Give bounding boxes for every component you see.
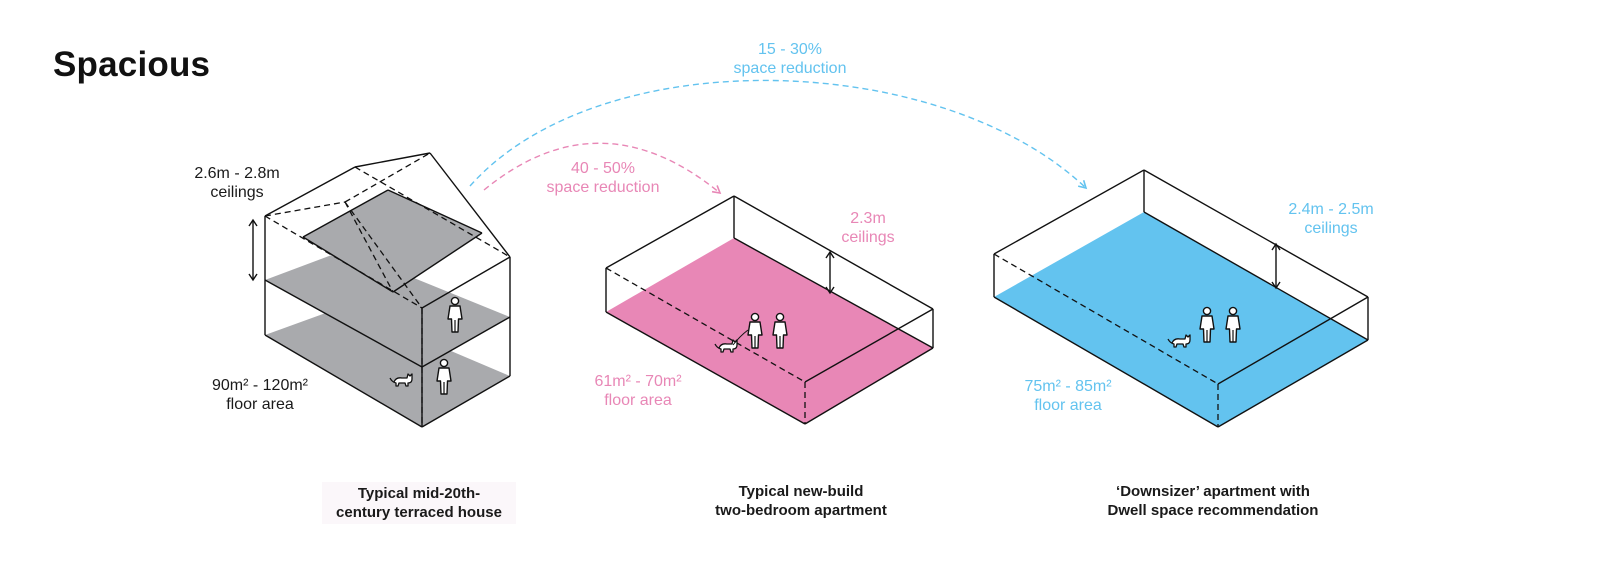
new-build-reduction-label: 40 - 50% space reduction	[523, 159, 683, 197]
new-build-illustration	[605, 195, 934, 425]
house-ceilings-value: 2.6m - 2.8m	[194, 165, 280, 182]
downsizer-floor-value: 75m² - 85m²	[1024, 378, 1112, 395]
new-build-ceilings-label: 2.3m ceilings	[808, 209, 928, 247]
house-caption-line1: Typical mid-20th-	[357, 485, 481, 502]
new-build-ceilings-text: ceilings	[841, 229, 895, 246]
new-build-caption: Typical new-build two-bedroom apartment	[701, 482, 901, 520]
house-floor-text: floor area	[226, 396, 294, 413]
downsizer-reduction-label: 15 - 30% space reduction	[710, 40, 870, 78]
downsizer-floor-label: 75m² - 85m² floor area	[1003, 377, 1133, 415]
new-build-caption-line1: Typical new-build	[738, 483, 864, 500]
terraced-house-illustration	[248, 152, 511, 428]
house-caption: Typical mid-20th- century terraced house	[322, 482, 516, 524]
house-floor-value: 90m² - 120m²	[211, 377, 309, 394]
downsizer-caption-line2: Dwell space recommendation	[1107, 502, 1319, 519]
house-ceilings-label: 2.6m - 2.8m ceilings	[167, 164, 307, 202]
house-caption-line2: century terraced house	[336, 504, 502, 521]
new-build-floor-text: floor area	[604, 392, 672, 409]
page-title: Spacious	[53, 45, 211, 84]
downsizer-caption: ‘Downsizer’ apartment with Dwell space r…	[1093, 482, 1333, 520]
new-build-reduction-text: space reduction	[546, 179, 660, 196]
new-build-caption-line2: two-bedroom apartment	[715, 502, 887, 519]
new-build-floor-value: 61m² - 70m²	[594, 373, 682, 390]
downsizer-reduction-percent: 15 - 30%	[757, 41, 823, 58]
downsizer-reduction-text: space reduction	[733, 60, 847, 77]
pink-reduction-arrow	[483, 142, 722, 195]
downsizer-illustration	[993, 169, 1369, 428]
new-build-reduction-percent: 40 - 50%	[570, 160, 636, 177]
house-ceilings-text: ceilings	[210, 184, 264, 201]
downsizer-ceilings-value: 2.4m - 2.5m	[1288, 201, 1374, 218]
downsizer-caption-line1: ‘Downsizer’ apartment with	[1116, 483, 1310, 500]
downsizer-ceilings-text: ceilings	[1304, 220, 1358, 237]
house-floor-label: 90m² - 120m² floor area	[190, 376, 330, 414]
new-build-ceilings-value: 2.3m	[850, 210, 886, 227]
downsizer-floor-text: floor area	[1034, 397, 1102, 414]
new-build-floor-label: 61m² - 70m² floor area	[573, 372, 703, 410]
downsizer-ceilings-label: 2.4m - 2.5m ceilings	[1266, 200, 1396, 238]
